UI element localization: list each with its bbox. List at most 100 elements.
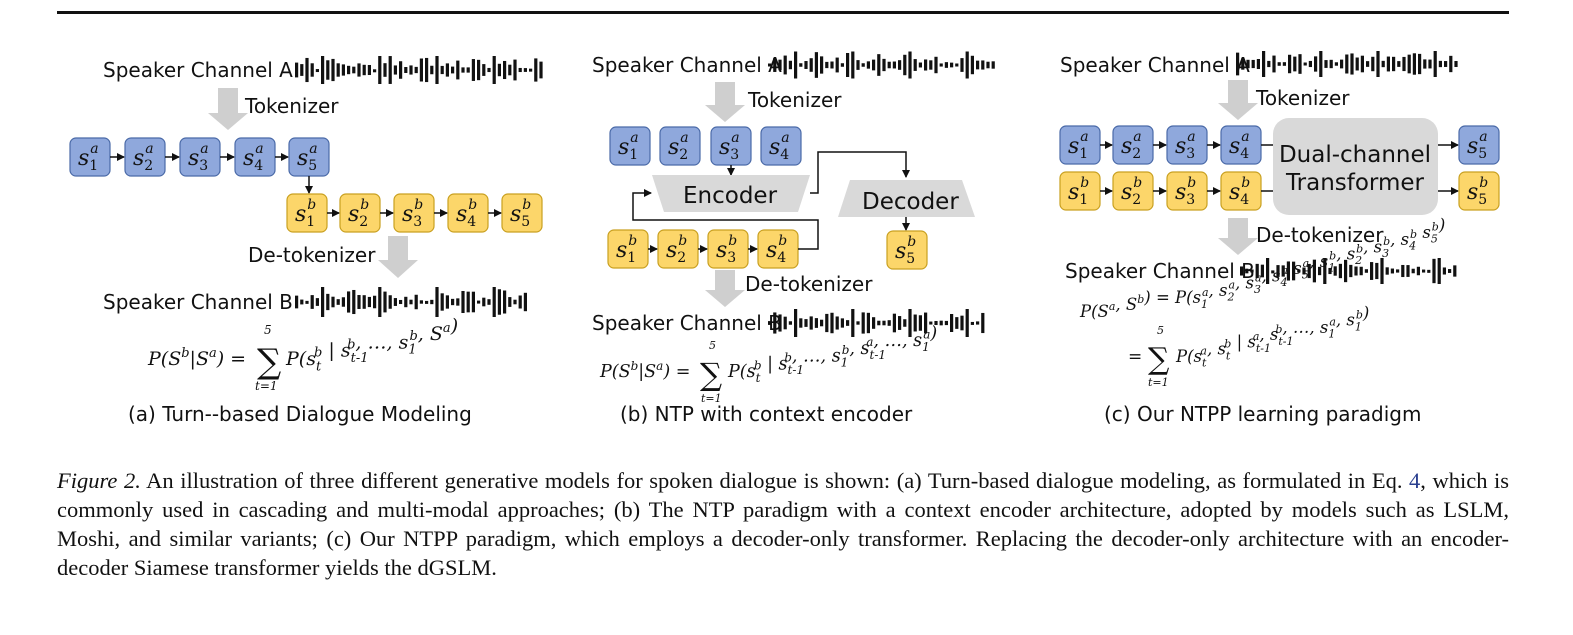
svg-text:s3b: s3b <box>402 197 423 230</box>
dual-channel-label-2: Transformer <box>1285 170 1425 196</box>
svg-text:P(Sb|Sa) =: P(Sb|Sa) = <box>147 346 246 370</box>
token-a-3-b: s3a <box>710 126 752 166</box>
svg-text:s1b: s1b <box>1068 175 1089 208</box>
token-b-3-c: s3b <box>1166 171 1208 211</box>
svg-text:s2b: s2b <box>666 233 687 266</box>
svg-text:s4b: s4b <box>766 233 787 266</box>
token-b-3-b: s3b <box>707 229 749 269</box>
caption-text-2: , which is commonly used in cascading an… <box>57 468 1510 580</box>
svg-text:t=1: t=1 <box>1148 376 1169 389</box>
token-a-5-c: s5a <box>1458 125 1500 165</box>
svg-text:s4b: s4b <box>456 197 477 230</box>
svg-text:=: = <box>1128 347 1142 367</box>
speaker-a-label: Speaker Channel A <box>103 58 293 82</box>
svg-text:s2a: s2a <box>668 130 689 163</box>
token-a-2-c: s2a <box>1112 125 1154 165</box>
token-b-1-c: s1b <box>1059 171 1101 211</box>
caption-c: (c) Our NTPP learning paradigm <box>1104 402 1421 426</box>
svg-text:s4a: s4a <box>769 130 790 163</box>
tokenizer-arrow-b <box>705 82 745 122</box>
token-a-4-c: s4a <box>1220 125 1262 165</box>
svg-text:s1a: s1a <box>78 141 99 174</box>
panel-b: Speaker Channel A Tokenizer s1a s2a s3a … <box>592 51 995 426</box>
token-b-5: s5b <box>501 193 543 233</box>
figure-diagram: Speaker Channel A Tokenizer s1a s2a s3a … <box>69 51 1500 426</box>
token-b-4-b: s4b <box>757 229 799 269</box>
svg-text:s3b: s3b <box>1175 175 1196 208</box>
tokenizer-arrow-c <box>1218 80 1258 120</box>
panel-a: Speaker Channel A Tokenizer s1a s2a s3a … <box>69 56 543 426</box>
waveform-a-b <box>768 51 995 79</box>
svg-text:t=1: t=1 <box>255 379 278 393</box>
svg-text:s4a: s4a <box>243 141 264 174</box>
tokenizer-label: Tokenizer <box>244 94 339 118</box>
svg-text:s2b: s2b <box>1121 175 1142 208</box>
token-b-3: s3b <box>393 193 435 233</box>
formula-a-rhs: P(stb | st-1b, …, s1b, Sa) <box>285 315 458 374</box>
token-a-1: s1a <box>69 137 111 177</box>
waveform-a-c <box>1236 51 1458 77</box>
equation-ref-link[interactable]: 4 <box>1409 468 1421 493</box>
dual-channel-label-1: Dual-channel <box>1279 142 1431 168</box>
token-a-2: s2a <box>124 137 166 177</box>
detokenizer-arrow-c <box>1218 218 1258 255</box>
token-b-5-b: s5b <box>886 230 928 270</box>
svg-text:s5b: s5b <box>895 234 916 267</box>
svg-text:s2b: s2b <box>348 197 369 230</box>
speaker-a-label-b: Speaker Channel A <box>592 53 782 77</box>
formula-b: P(Sb|Sa) = ∑ 5 t=1 P(stb | st-1b, …, s1b… <box>599 324 937 406</box>
tokenizer-arrow <box>208 88 248 130</box>
detokenizer-label-b: De-tokenizer <box>745 272 873 296</box>
svg-text:s2a: s2a <box>1121 129 1142 162</box>
svg-text:s3a: s3a <box>188 141 209 174</box>
detokenizer-label-c: De-tokenizer <box>1256 223 1384 247</box>
waveform-a <box>295 56 543 84</box>
panel-c: Speaker Channel A Tokenizer s1a s2a s3a … <box>1059 51 1500 426</box>
detokenizer-arrow-b <box>705 270 745 307</box>
svg-text:∑: ∑ <box>257 342 281 382</box>
token-a-4: s4a <box>234 137 276 177</box>
speaker-a-label-c: Speaker Channel A <box>1060 53 1250 77</box>
token-a-3: s3a <box>179 137 221 177</box>
encoder-label: Encoder <box>683 183 778 209</box>
caption-b: (b) NTP with context encoder <box>620 402 913 426</box>
svg-text:5: 5 <box>709 339 716 352</box>
formula-c-line2: = ∑ 5 t=1 P(sta, stb | st-1a, st-1b, …, … <box>1128 303 1369 389</box>
svg-text:∑: ∑ <box>700 357 722 393</box>
token-b-1: s1b <box>286 193 328 233</box>
svg-text:s3b: s3b <box>716 233 737 266</box>
tokenizer-label-b: Tokenizer <box>747 88 842 112</box>
decoder-block <box>838 180 975 217</box>
decoder-label: Decoder <box>862 189 959 215</box>
svg-text:s4b: s4b <box>1229 175 1250 208</box>
token-a-2-b: s2a <box>659 126 701 166</box>
svg-text:s3a: s3a <box>719 130 740 163</box>
token-b-4: s4b <box>447 193 489 233</box>
formula-c-line1: P(Sa, Sb) = P(s1a, s2a, s3a, s4a s5a, s1… <box>1079 216 1445 321</box>
top-rule <box>57 11 1509 14</box>
token-a-3-c: s3a <box>1166 125 1208 165</box>
token-a-5: s5a <box>288 137 330 177</box>
speaker-b-label-c: Speaker Channel B <box>1065 259 1255 283</box>
waveform-b <box>295 287 527 317</box>
figure-caption: Figure 2. An illustration of three diffe… <box>57 466 1509 582</box>
detokenizer-label: De-tokenizer <box>248 243 376 267</box>
token-b-5-c: s5b <box>1458 171 1500 211</box>
token-a-1-c: s1a <box>1059 125 1101 165</box>
token-a-4-b: s4a <box>760 126 802 166</box>
svg-text:t=1: t=1 <box>701 392 722 405</box>
caption-a: (a) Turn--based Dialogue Modeling <box>128 402 472 426</box>
token-b-4-c: s4b <box>1220 171 1262 211</box>
svg-text:∑: ∑ <box>1148 342 1170 377</box>
formula-a: P(Sb|Sa) = ∑ 5 t=1 P(stb | st-1b, …, s1b… <box>147 315 458 393</box>
svg-text:s1a: s1a <box>618 130 639 163</box>
encoder-block <box>652 175 810 212</box>
svg-text:s5a: s5a <box>297 141 318 174</box>
speaker-b-label: Speaker Channel B <box>103 290 293 314</box>
token-b-2-b: s2b <box>657 229 699 269</box>
token-b-2: s2b <box>339 193 381 233</box>
waveform-b-c <box>1240 258 1457 284</box>
tokenizer-label-c: Tokenizer <box>1255 86 1350 110</box>
waveform-b-b <box>768 309 985 337</box>
svg-text:s1b: s1b <box>295 197 316 230</box>
